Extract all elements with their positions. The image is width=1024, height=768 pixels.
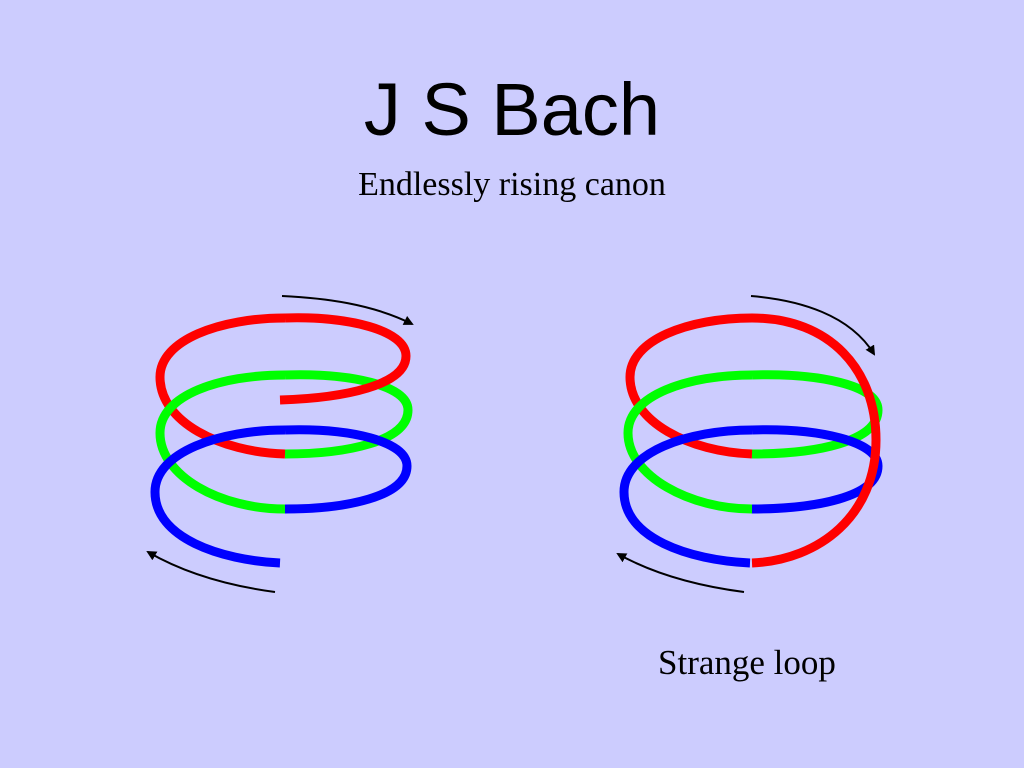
lower-rotation-arrow	[616, 553, 745, 593]
blue-helix-front-arc	[150, 425, 286, 568]
blue-helix-back-arc	[284, 425, 412, 514]
red-loop-back-arc	[751, 313, 881, 568]
blue-loop-front-arc	[619, 425, 753, 568]
green-helix-front-arc	[155, 370, 286, 514]
strange-loop-caption: Strange loop	[658, 643, 836, 682]
upper-rotation-arrow	[750, 295, 876, 356]
lower-rotation-arrow	[146, 550, 276, 593]
upper-rotation-arrow	[281, 295, 414, 325]
red-helix-back-arc	[279, 313, 411, 405]
slide-title: J S Bach	[363, 68, 661, 151]
green-loop-front-arc	[623, 370, 753, 514]
strange-loop-helix	[616, 295, 883, 593]
green-helix-back-arc	[284, 370, 413, 459]
rising-canon-helix	[146, 295, 414, 593]
red-helix-front-arc	[155, 313, 286, 459]
green-loop-back-arc	[751, 370, 883, 459]
slide-subtitle: Endlessly rising canon	[358, 166, 666, 203]
red-loop-front-arc	[625, 313, 753, 459]
